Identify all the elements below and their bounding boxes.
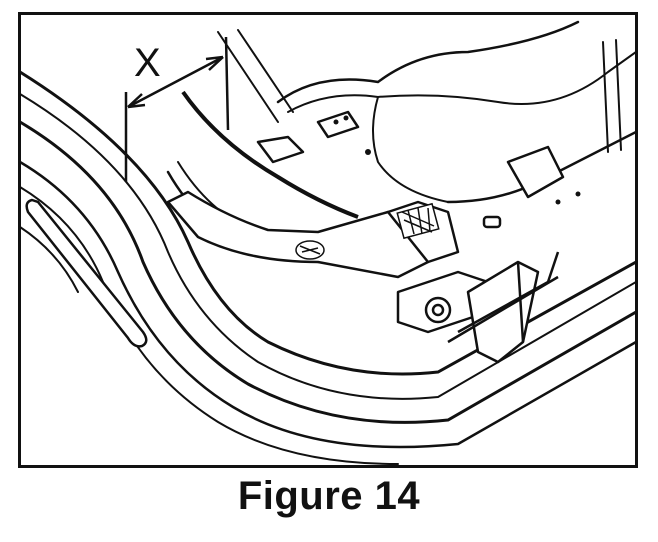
figure-frame: X [18, 12, 638, 468]
panel-frame [18, 70, 638, 465]
frame-slot [25, 198, 148, 348]
hatched-pad [295, 202, 440, 260]
technical-illustration: X [18, 12, 638, 468]
dimension-label: X [134, 41, 161, 85]
figure-caption: Figure 14 [237, 474, 421, 518]
dimension-x [124, 36, 359, 219]
hinge-block [396, 251, 560, 364]
cover-plate [77, 13, 638, 204]
rivets [333, 115, 581, 205]
